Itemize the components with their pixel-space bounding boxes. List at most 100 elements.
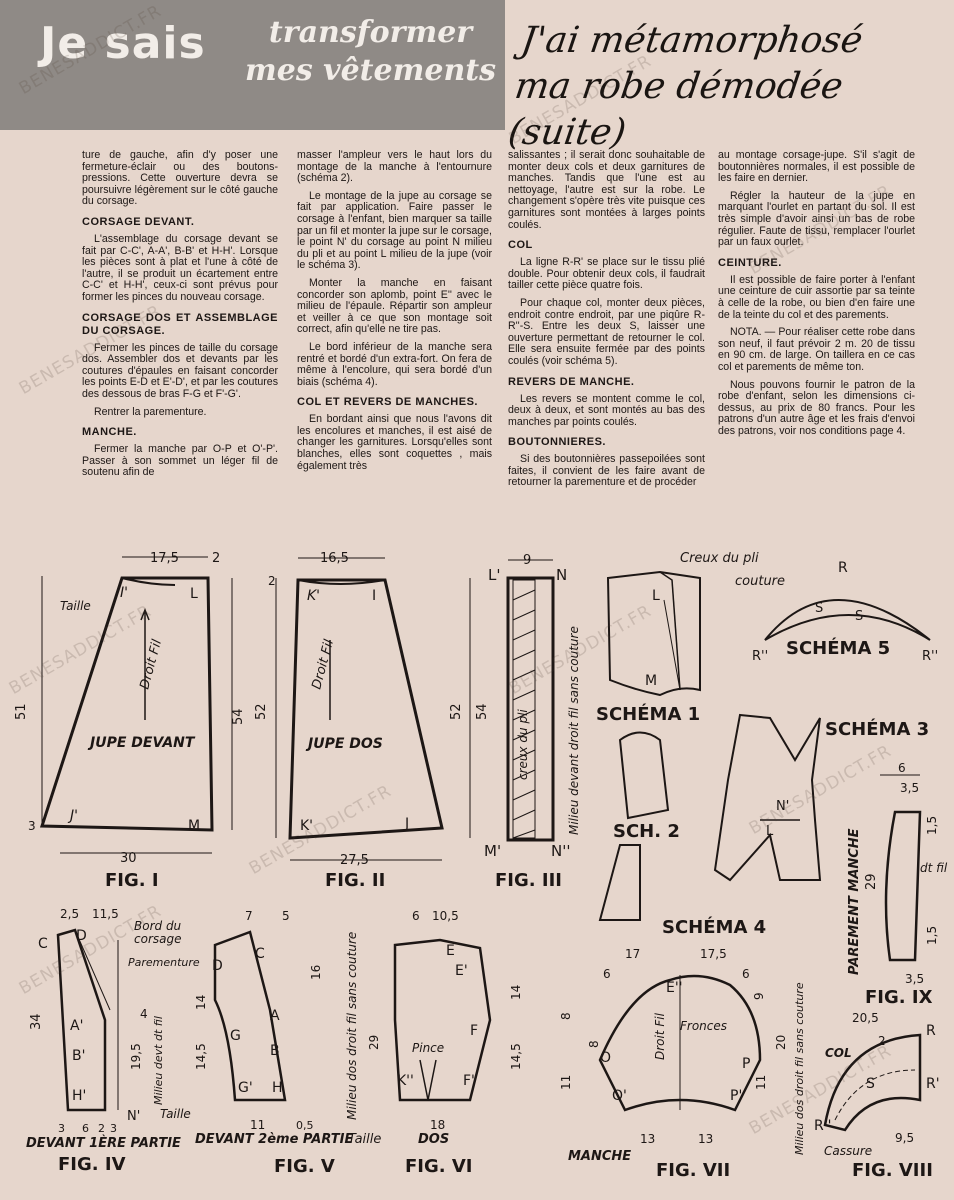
svg-text:11: 11 bbox=[754, 1075, 768, 1090]
svg-text:1,5: 1,5 bbox=[925, 816, 939, 835]
svg-text:R'': R'' bbox=[922, 649, 938, 664]
svg-text:S: S bbox=[855, 609, 863, 624]
svg-text:52: 52 bbox=[254, 703, 269, 720]
svg-text:L': L' bbox=[488, 566, 500, 584]
paragraph: Régler la hauteur de la jupe en marquant… bbox=[718, 189, 915, 249]
schema-5-title: SCHÉMA 5 bbox=[786, 637, 890, 659]
paragraph: Les revers se montent comme le col, deux… bbox=[508, 392, 705, 428]
schema-1: Creux du pli couture L M SCHÉMA 1 bbox=[596, 551, 785, 725]
pince-label: Pince bbox=[412, 1041, 444, 1055]
section-banner: Je sais transformer mes vêtements bbox=[0, 0, 505, 130]
svg-text:M': M' bbox=[484, 842, 501, 860]
svg-text:6: 6 bbox=[898, 761, 906, 775]
article-body: ture de gauche, afin d'y poser une ferme… bbox=[0, 149, 954, 530]
fig-1-title: FIG. I bbox=[105, 870, 159, 891]
svg-text:18: 18 bbox=[430, 1118, 445, 1132]
svg-text:51: 51 bbox=[14, 703, 29, 720]
fig-1-skirt-front: 17,5 2 51 54 30 3 I' L Taille J' M Droit… bbox=[14, 551, 246, 891]
svg-text:O': O' bbox=[612, 1088, 627, 1104]
svg-text:13: 13 bbox=[640, 1132, 655, 1146]
svg-text:R': R' bbox=[926, 1076, 940, 1092]
milieu-devant-label: Milieu devt dt fil bbox=[152, 1016, 165, 1105]
svg-text:14,5: 14,5 bbox=[509, 1043, 523, 1070]
svg-text:F': F' bbox=[463, 1073, 475, 1089]
text-column-4: au montage corsage-jupe. S'il s'agit de … bbox=[718, 149, 915, 443]
svg-text:14: 14 bbox=[509, 985, 523, 1000]
schema-3: N' L SCHÉMA 3 bbox=[713, 713, 929, 882]
paragraph: ture de gauche, afin d'y poser une ferme… bbox=[82, 149, 278, 208]
svg-text:0,5: 0,5 bbox=[296, 1119, 314, 1132]
fig-3-pleat: 9 L' N M' N'' creux du pli Milieu devant… bbox=[484, 553, 581, 891]
svg-text:20: 20 bbox=[774, 1035, 788, 1050]
dos-fil-label: Milieu dos droit fil sans couture bbox=[345, 932, 359, 1120]
svg-text:P': P' bbox=[730, 1088, 742, 1104]
svg-text:R'': R'' bbox=[752, 649, 768, 664]
schema-2-title: SCH. 2 bbox=[613, 821, 680, 842]
svg-text:11,5: 11,5 bbox=[92, 907, 119, 921]
svg-text:2,5: 2,5 bbox=[60, 907, 79, 921]
fig-4-title: FIG. IV bbox=[58, 1154, 126, 1175]
fig-2-title: FIG. II bbox=[325, 870, 385, 891]
fig-3-label-pleat: creux du pli bbox=[516, 709, 530, 780]
svg-text:C: C bbox=[255, 946, 265, 962]
svg-text:6: 6 bbox=[603, 967, 611, 981]
paragraph: Le bord inférieur de la manche sera rent… bbox=[297, 340, 492, 388]
fig-8-title: FIG. VIII bbox=[852, 1160, 933, 1181]
svg-text:10,5: 10,5 bbox=[432, 909, 459, 923]
svg-text:8: 8 bbox=[559, 1012, 573, 1020]
svg-text:R: R bbox=[838, 560, 848, 576]
fig-8-label: COL bbox=[825, 1046, 852, 1060]
schema-4-title: SCHÉMA 4 bbox=[662, 916, 766, 938]
svg-text:2: 2 bbox=[212, 551, 220, 566]
creux-label: Creux du pli bbox=[680, 551, 759, 566]
svg-text:J': J' bbox=[67, 808, 78, 824]
paragraph: Le montage de la jupe au corsage se fait… bbox=[297, 189, 492, 272]
banner-subtitle: transformer mes vêtements bbox=[245, 14, 496, 90]
svg-text:S: S bbox=[866, 1076, 875, 1092]
svg-text:11: 11 bbox=[250, 1118, 265, 1132]
svg-text:G': G' bbox=[238, 1080, 253, 1096]
svg-text:17: 17 bbox=[625, 947, 640, 961]
schema-1-title: SCHÉMA 1 bbox=[596, 703, 700, 725]
paragraph: La ligne R-R' se place sur le tissu plié… bbox=[508, 256, 705, 292]
svg-text:N': N' bbox=[776, 799, 789, 814]
fig-4-caption: DEVANT 1ÈRE PARTIE bbox=[26, 1135, 181, 1151]
svg-text:16,5: 16,5 bbox=[320, 551, 349, 566]
svg-text:P: P bbox=[742, 1056, 750, 1072]
svg-text:3: 3 bbox=[28, 819, 36, 833]
svg-text:17,5: 17,5 bbox=[700, 947, 727, 961]
banner-subtitle-line2: mes vêtements bbox=[245, 53, 497, 88]
svg-text:54: 54 bbox=[475, 703, 490, 720]
svg-text:19,5: 19,5 bbox=[129, 1043, 143, 1070]
svg-text:11: 11 bbox=[559, 1075, 573, 1090]
svg-text:R'': R'' bbox=[814, 1118, 831, 1134]
svg-text:1,5: 1,5 bbox=[925, 926, 939, 945]
paragraph: Si des boutonnières passepoilées sont fa… bbox=[508, 453, 705, 489]
svg-text:6: 6 bbox=[742, 967, 750, 981]
svg-text:K': K' bbox=[300, 818, 313, 834]
paragraph: En bordant ainsi que nous l'avons dit le… bbox=[297, 413, 492, 472]
droit-fil-label: Droit Fil bbox=[653, 1012, 667, 1060]
svg-text:F: F bbox=[470, 1023, 478, 1039]
svg-text:30: 30 bbox=[120, 851, 137, 866]
paragraph: NOTA. — Pour réaliser cette robe dans so… bbox=[718, 326, 915, 373]
svg-text:2: 2 bbox=[98, 1122, 105, 1135]
taille-label: Taille bbox=[60, 599, 91, 613]
section-heading: CORSAGE DEVANT. bbox=[82, 215, 195, 228]
svg-text:M: M bbox=[645, 673, 657, 689]
svg-text:34: 34 bbox=[29, 1013, 44, 1030]
bord-corsage-label-1: Bord du bbox=[134, 919, 182, 933]
taille-label: Taille bbox=[348, 1132, 381, 1147]
svg-text:2: 2 bbox=[878, 1034, 886, 1048]
svg-text:3: 3 bbox=[58, 1122, 65, 1135]
svg-text:27,5: 27,5 bbox=[340, 853, 369, 868]
schema-5: R S S R'' R'' SCHÉMA 5 bbox=[752, 560, 938, 664]
section-heading: CORSAGE DOS ET ASSEMBLAGE DU CORSAGE. bbox=[82, 311, 278, 337]
fig-6-title: FIG. VI bbox=[405, 1156, 473, 1177]
article-header: Je sais transformer mes vêtements J'ai m… bbox=[0, 0, 954, 153]
fig-5-front-2: 7 5 D C G A B G' H 14 14,5 16 11 0,5 DEV… bbox=[194, 909, 353, 1177]
svg-text:C: C bbox=[38, 936, 48, 952]
svg-text:N': N' bbox=[127, 1109, 140, 1124]
text-column-1: ture de gauche, afin d'y poser une ferme… bbox=[82, 149, 278, 485]
fig-6-caption: DOS bbox=[418, 1132, 449, 1147]
